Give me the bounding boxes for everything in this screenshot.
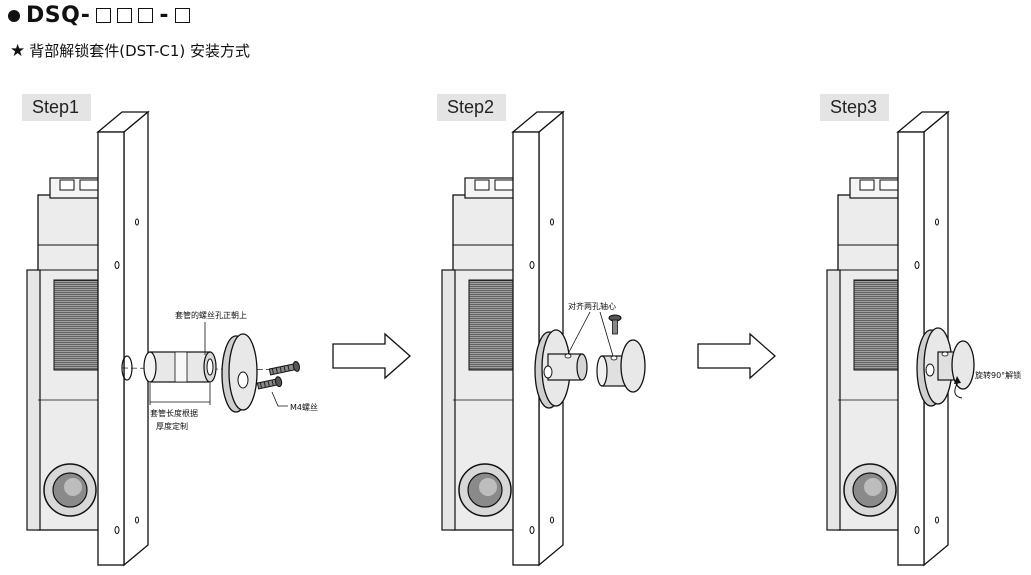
code-box-3 (138, 8, 154, 23)
annotation-sleeve-length-1: 套管长度根据 (150, 408, 198, 418)
model-prefix: DSQ- (26, 3, 91, 28)
step1-lock-drawing (26, 111, 301, 566)
star-icon: ★ (10, 40, 26, 61)
step3-label: Step3 (820, 94, 890, 121)
annotation-sleeve-hole: 套管的螺丝孔正朝上 (175, 310, 247, 320)
subtitle: ★ 背部解锁套件(DST-C1) 安装方式 (10, 40, 250, 61)
code-box-1 (96, 8, 112, 23)
subtitle-text: 背部解锁套件(DST-C1) 安装方式 (29, 42, 251, 60)
code-box-2 (117, 8, 133, 23)
annotation-m4-screw: M4螺丝 (290, 402, 318, 412)
step1-label: Step1 (22, 94, 92, 121)
model-dash: - (159, 3, 169, 28)
arrow-right-icon (697, 332, 776, 380)
annotation-align-holes: 对齐两孔轴心 (568, 301, 616, 311)
annotation-sleeve-length-2: 厚度定制 (156, 421, 188, 431)
code-box-4 (175, 8, 190, 23)
step2-lock-drawing (441, 111, 646, 566)
step2-label: Step2 (437, 94, 507, 121)
step3-lock-drawing (826, 111, 975, 566)
bullet-icon (8, 9, 20, 22)
annotation-rotate-unlock: 旋转90°解锁 (975, 370, 1021, 380)
arrow-right-icon (332, 332, 411, 380)
model-title: DSQ- - (8, 3, 190, 28)
